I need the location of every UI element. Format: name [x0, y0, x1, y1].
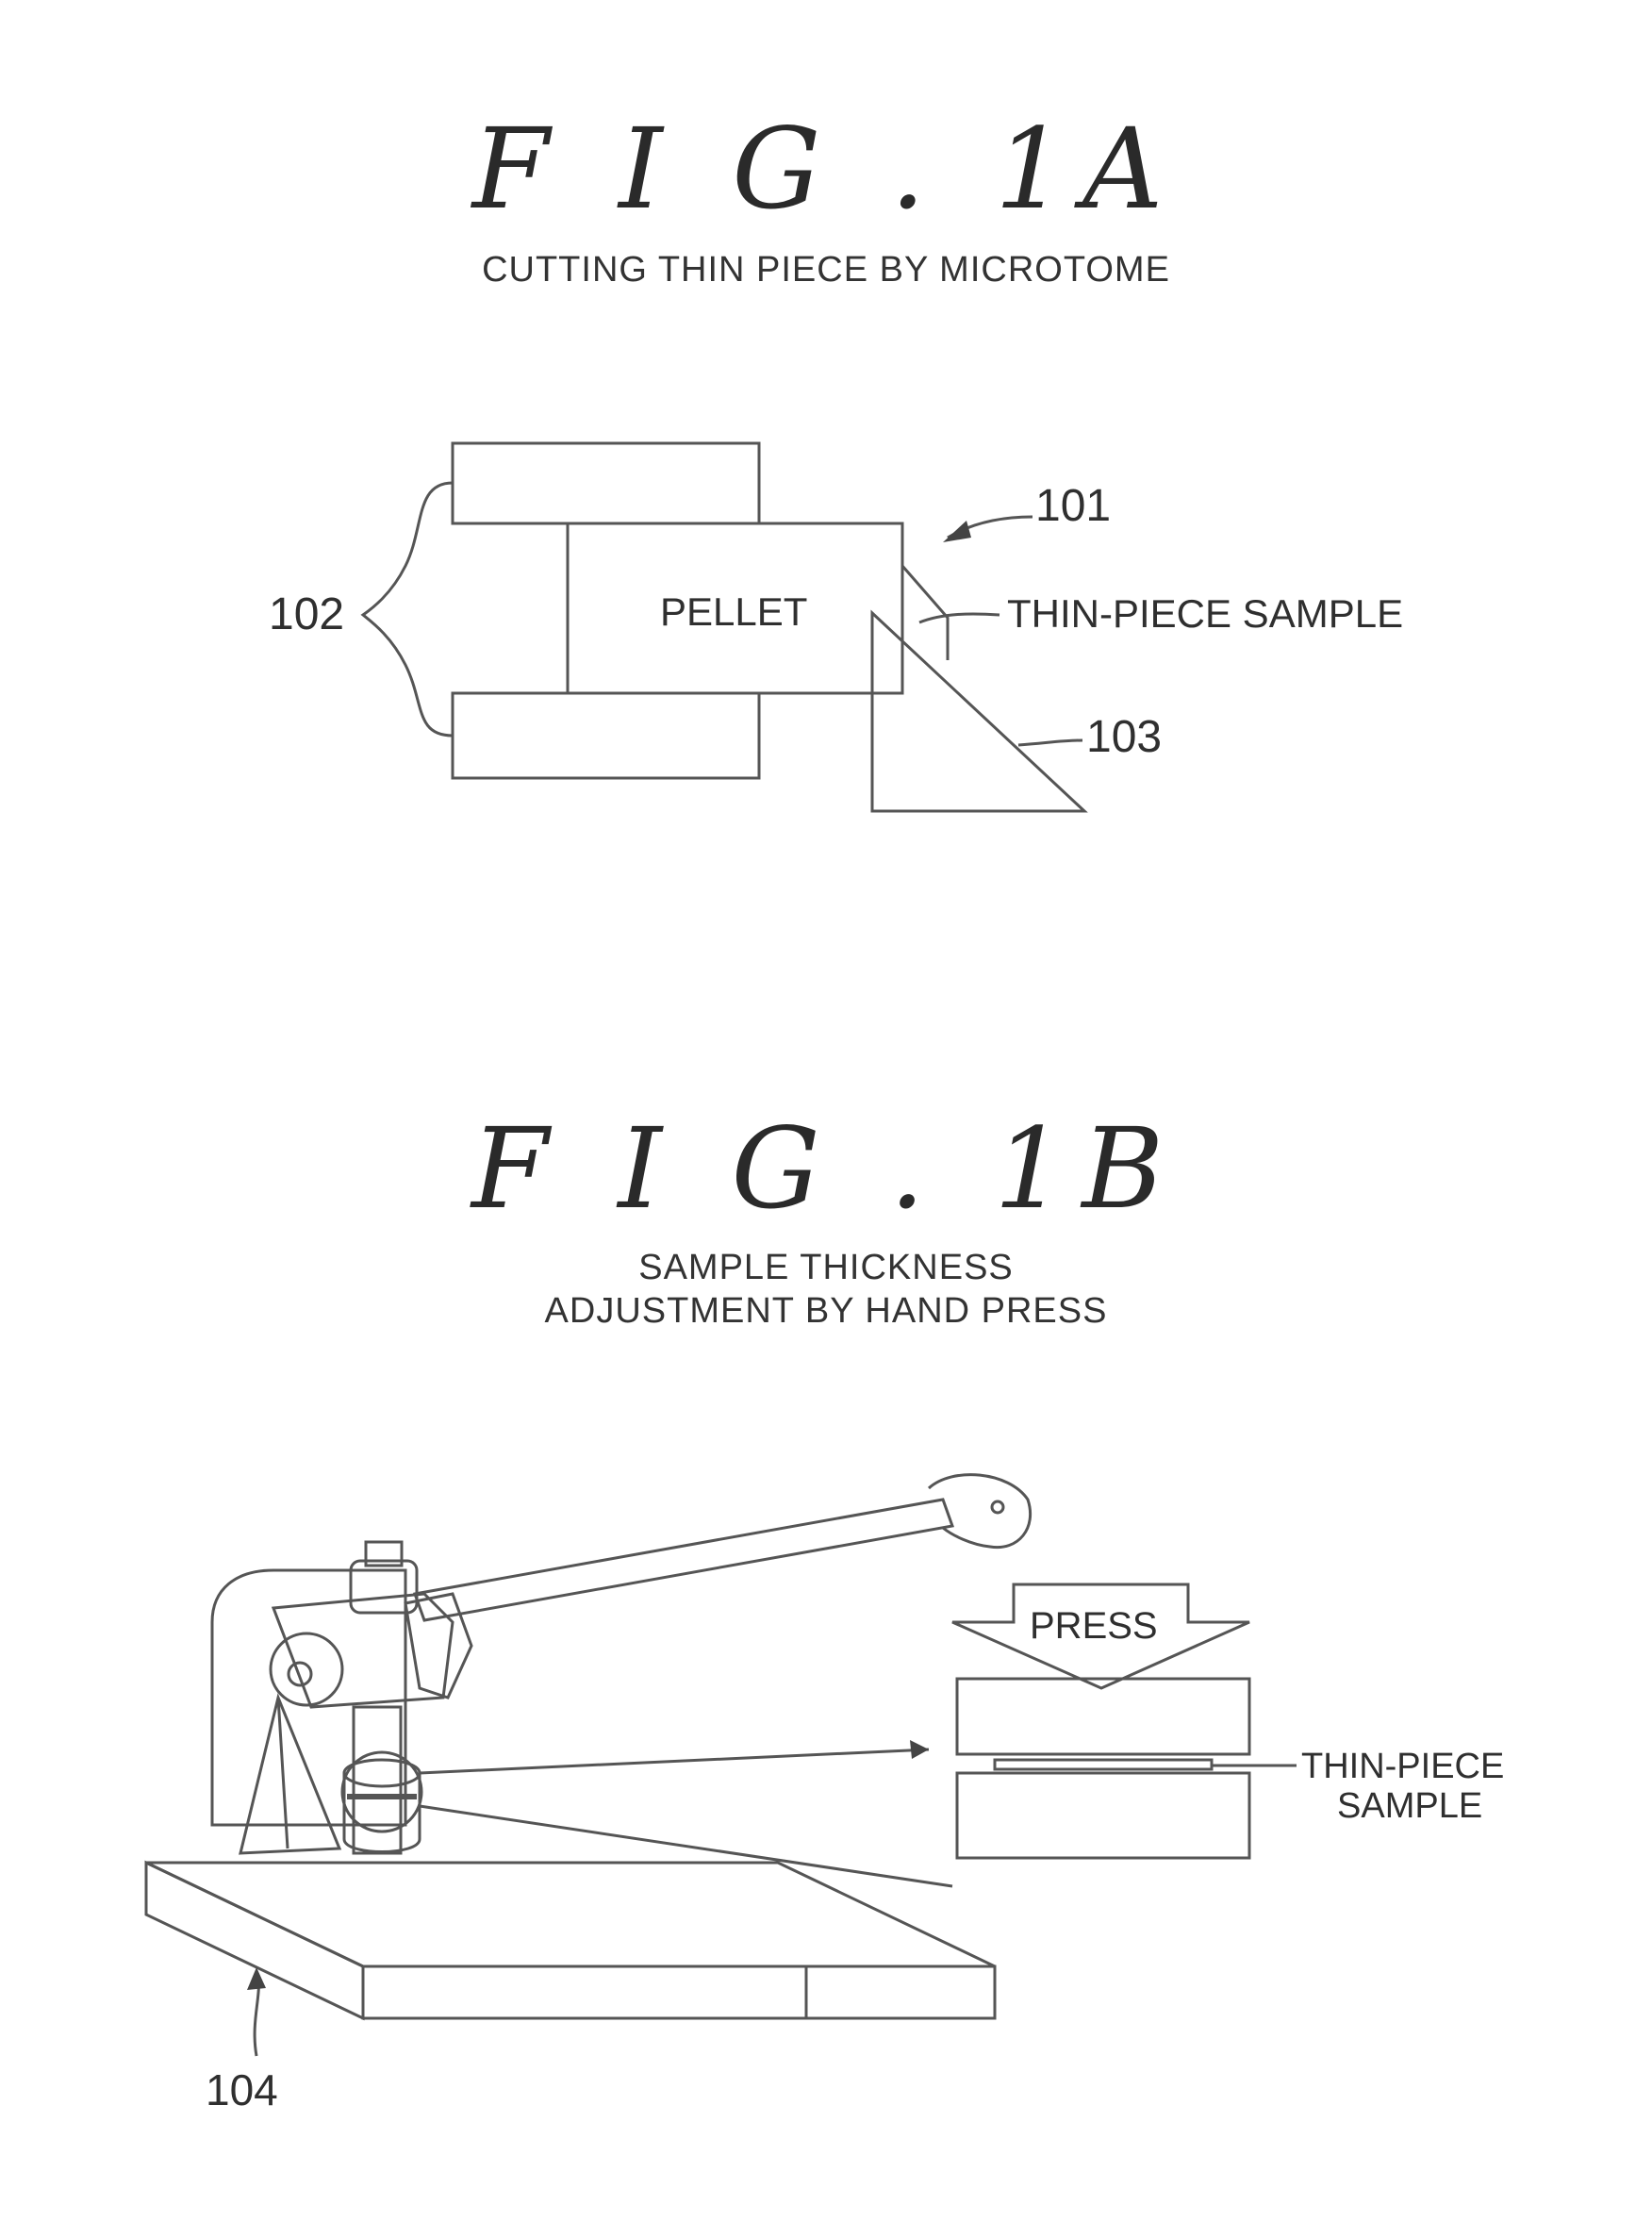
lower-press-plate [957, 1773, 1249, 1858]
thin-piece-sample-label: THIN-PIECE SAMPLE [1007, 591, 1403, 636]
press-base-front [363, 1966, 995, 2018]
ref-103-label: 103 [1086, 712, 1162, 762]
press-base-front-left [146, 1863, 363, 2018]
thin-piece-label-line2: SAMPLE [1337, 1786, 1482, 1826]
ref-102-brace [363, 483, 453, 736]
press-label: PRESS [1030, 1605, 1158, 1647]
fig-1b-diagram: PRESS THIN-PIECE SAMPLE 104 [146, 1475, 1504, 2114]
detail-leader-bottom [420, 1806, 952, 1886]
lower-holder-block [453, 693, 759, 778]
upper-press-plate [957, 1679, 1249, 1754]
microtome-blade [872, 613, 1084, 811]
ref-104-label: 104 [206, 2065, 278, 2114]
ref-101-arrowhead [943, 521, 971, 542]
detail-thin-piece-sample [995, 1760, 1212, 1769]
lever-handle [929, 1475, 1031, 1548]
support-bracket [240, 1698, 339, 1853]
pellet-label: PELLET [660, 589, 807, 634]
detail-arrowhead [910, 1740, 929, 1759]
press-base-top [146, 1863, 995, 1966]
detail-leader-top [420, 1749, 929, 1773]
fig-1a-diagram: PELLET THIN-PIECE SAMPLE 101 102 103 [269, 443, 1403, 811]
thin-piece-leader [919, 614, 999, 622]
thin-piece-label-line1: THIN-PIECE [1301, 1747, 1504, 1786]
lever-hole [992, 1501, 1003, 1513]
press-lever [415, 1500, 952, 1620]
ref-103-leader [1018, 740, 1082, 745]
ref-102-label: 102 [269, 589, 344, 639]
ref-101-label: 101 [1035, 481, 1111, 531]
upper-holder-block [453, 443, 759, 523]
